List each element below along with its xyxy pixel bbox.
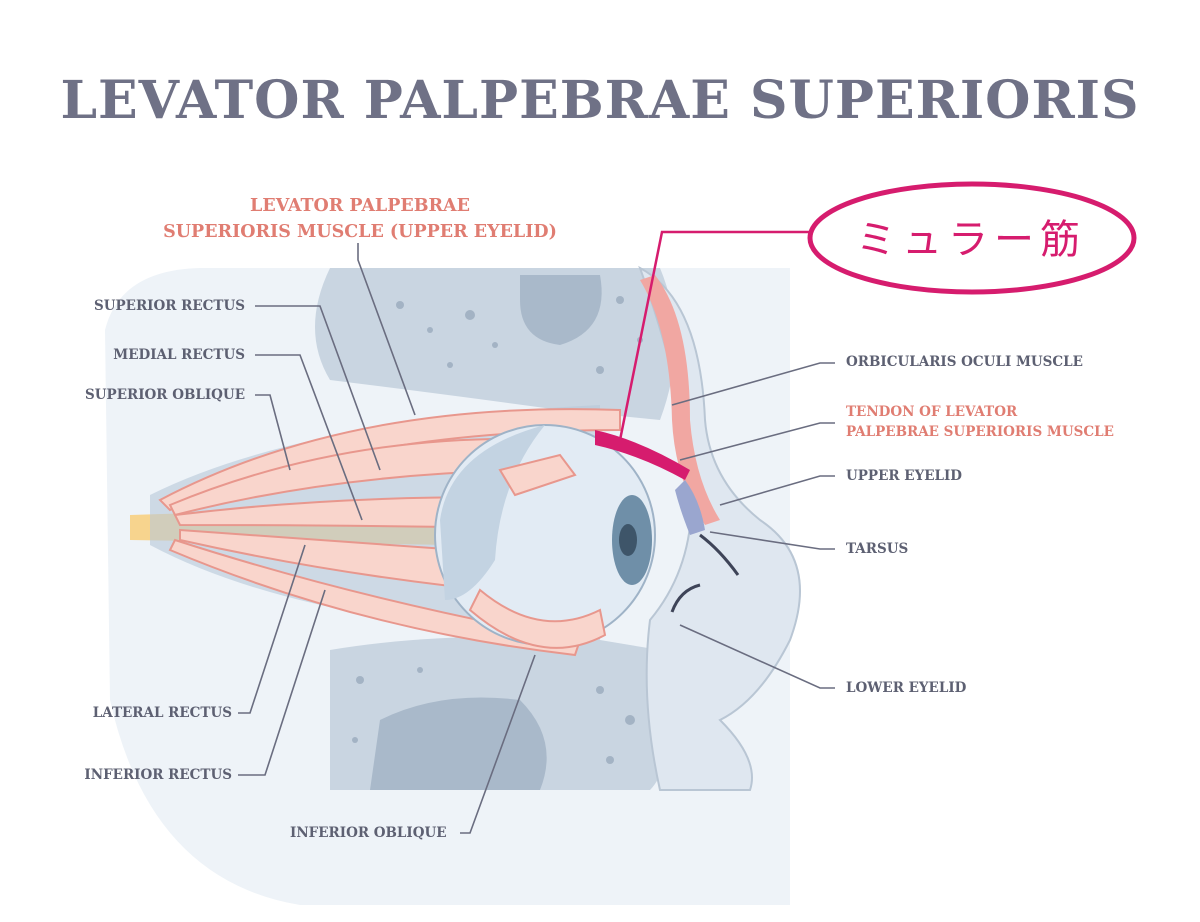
label-tendon-line1: TENDON OF LEVATOR <box>846 404 1018 420</box>
annotation-circle <box>807 181 1137 295</box>
orbicularis-oculi-muscle <box>640 275 720 525</box>
label-levator-line1: LEVATOR PALPEBRAE <box>250 196 470 216</box>
page-title: LEVATOR PALPEBRAE SUPERIORIS <box>60 70 1140 131</box>
lower-eyelashes <box>670 583 701 613</box>
tarsus-shape <box>675 480 705 535</box>
label-medial-rectus: MEDIAL RECTUS <box>113 347 245 363</box>
label-lower-eyelid: LOWER EYELID <box>846 680 967 696</box>
label-superior-rectus: SUPERIOR RECTUS <box>94 298 245 314</box>
label-superior-oblique: SUPERIOR OBLIQUE <box>85 387 245 403</box>
pupil <box>619 524 637 556</box>
muscle-insertions <box>468 453 607 649</box>
label-levator-muscle: LEVATOR PALPEBRAE SUPERIORIS MUSCLE (UPP… <box>120 193 600 245</box>
label-inferior-rectus: INFERIOR RECTUS <box>84 767 232 783</box>
annotation-muller-muscle: ミュラー筋 <box>856 217 1086 263</box>
label-orbicularis-oculi: ORBICULARIS OCULI MUSCLE <box>846 354 1083 370</box>
upper-eyelashes <box>699 533 740 576</box>
label-tendon-line2: PALPEBRAE SUPERIORIS MUSCLE <box>846 424 1114 440</box>
lower-bone-inner <box>370 697 547 790</box>
label-upper-eyelid: UPPER EYELID <box>846 468 963 484</box>
annotation-marker <box>616 181 1137 451</box>
label-tarsus: TARSUS <box>846 541 909 557</box>
inferior-rectus-shape <box>168 538 582 657</box>
label-levator-line2: SUPERIORIS MUSCLE (UPPER EYELID) <box>163 222 557 242</box>
label-lateral-rectus: LATERAL RECTUS <box>92 705 232 721</box>
leader-lines <box>238 243 835 834</box>
label-tendon-levator: TENDON OF LEVATOR PALPEBRAE SUPERIORIS M… <box>846 402 1114 442</box>
label-inferior-oblique: INFERIOR OBLIQUE <box>290 825 447 841</box>
annotation-pointer <box>616 230 810 451</box>
sclera-shade <box>440 425 545 600</box>
bone-texture <box>352 296 643 764</box>
upper-bone-inner <box>520 275 602 345</box>
